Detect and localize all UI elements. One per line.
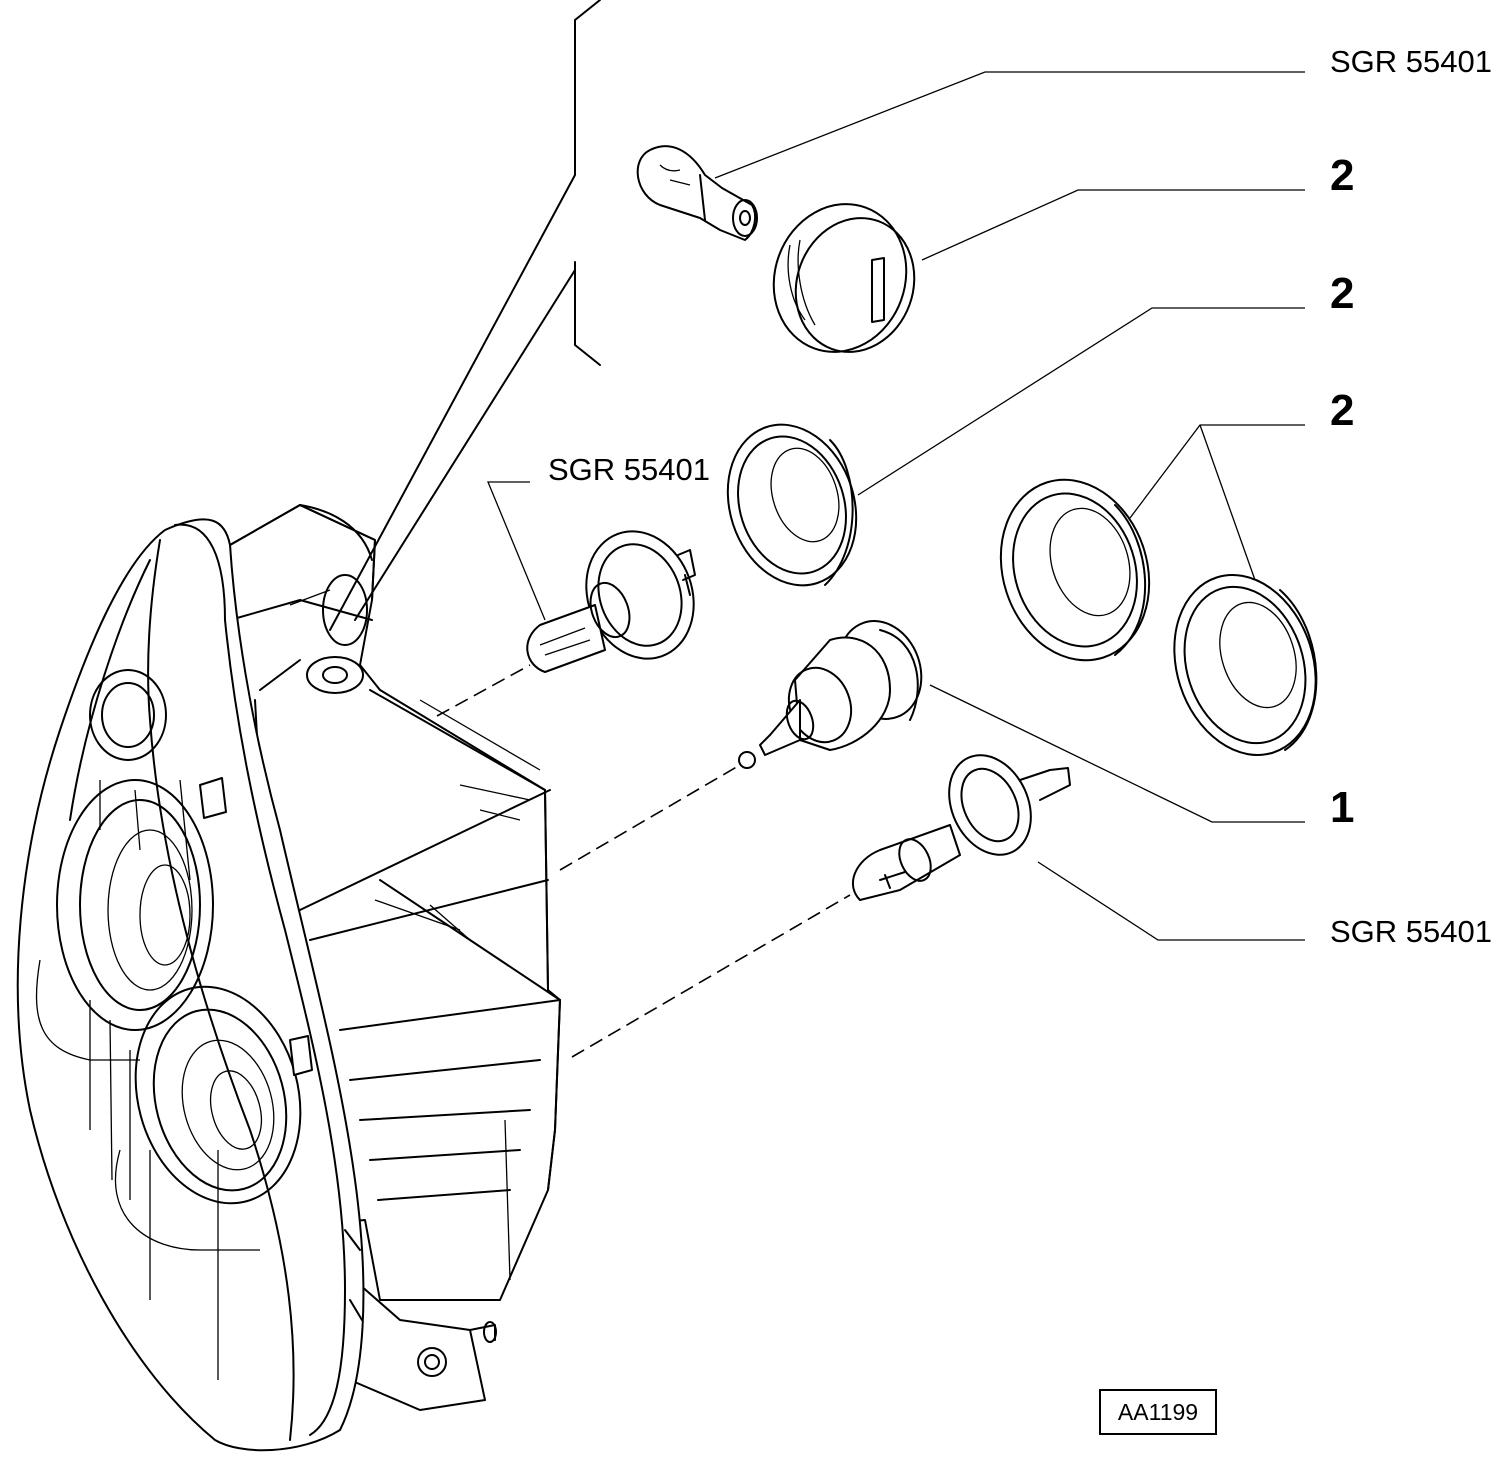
bulb-socket: [738, 620, 923, 769]
drawing-code: AA1199: [1118, 1399, 1198, 1425]
assembly-dashed-lines: [436, 664, 851, 1058]
cap-pair-right: [1173, 574, 1318, 756]
cap-small: [772, 203, 916, 353]
headlamp-bulb-upper: [526, 530, 696, 673]
label-socket: 1: [1330, 783, 1354, 832]
label-bulb-middle: SGR 55401: [548, 452, 710, 487]
leader-lines: [487, 71, 1305, 941]
label-cap-pair: 2: [1330, 386, 1354, 435]
pointer-lines: [329, 0, 601, 631]
label-cap-medium: 2: [1330, 269, 1354, 318]
cap-medium: [726, 423, 858, 587]
headlamp-housing: [16, 504, 561, 1452]
headlamp-bulb-lower: [851, 754, 1071, 901]
label-bulb-top: SGR 55401: [1330, 44, 1492, 79]
drawing-code-box: AA1199: [1099, 1389, 1217, 1435]
label-bulb-bottom: SGR 55401: [1330, 914, 1492, 949]
label-cap-small: 2: [1330, 151, 1354, 200]
cap-pair-left: [999, 478, 1151, 662]
signal-bulb: [636, 145, 758, 241]
